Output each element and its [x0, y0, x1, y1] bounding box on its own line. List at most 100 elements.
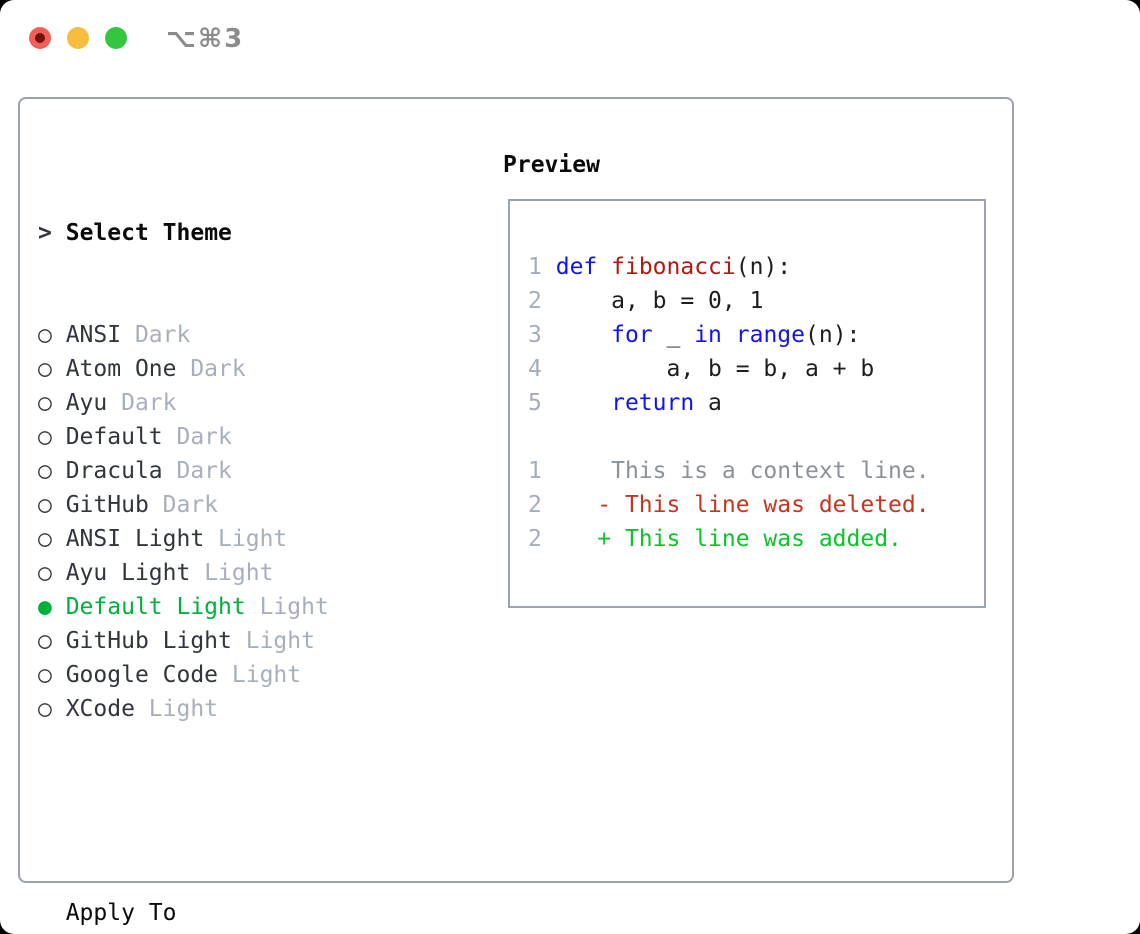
- code-line: 1 def fibonacci(n):: [528, 250, 984, 284]
- option-tag: Dark: [148, 492, 219, 518]
- option-label: GitHub: [51, 492, 149, 518]
- option-label: XCode: [51, 696, 135, 722]
- code-token: (n):: [735, 254, 792, 280]
- option-google-code[interactable]: ○ Google Code Light: [38, 658, 426, 692]
- radio-icon: ○: [38, 458, 52, 484]
- preview-code-box: 1 def fibonacci(n): 2 a, b = 0, 1 3 for _ …: [508, 199, 986, 608]
- line-number: 2: [528, 526, 542, 552]
- gap: [542, 458, 556, 484]
- code-token: [556, 322, 611, 348]
- code-token: return: [611, 390, 695, 416]
- option-label: ANSI: [51, 322, 122, 348]
- radio-icon: ○: [38, 560, 52, 586]
- code-token: + This line was added.: [555, 526, 902, 552]
- option-xcode[interactable]: ○ XCode Light: [38, 692, 426, 726]
- code-line: 4 a, b = b, a + b: [528, 352, 984, 386]
- option-tag: Light: [204, 526, 288, 552]
- radio-icon: ○: [38, 526, 52, 552]
- option-ansi[interactable]: ○ ANSI Dark: [38, 318, 426, 352]
- option-tag: Light: [190, 560, 274, 586]
- option-ansi-light[interactable]: ○ ANSI Light Light: [38, 522, 426, 556]
- theme-list: > Select Theme ○ ANSI Dark○ Atom One Dar…: [38, 148, 426, 934]
- option-tag: Light: [231, 628, 315, 654]
- code-token: range: [735, 322, 806, 348]
- apply-to-header: Apply To: [38, 896, 426, 930]
- gap: [542, 356, 556, 382]
- apply-to-label: Apply To: [65, 900, 177, 926]
- line-number: 4: [528, 356, 542, 382]
- code-lines: 1 def fibonacci(n): 2 a, b = 0, 1 3 for _ …: [528, 250, 984, 556]
- code-token: _: [652, 322, 695, 348]
- code-token: This is a context line.: [555, 458, 930, 484]
- gap: [542, 254, 556, 280]
- option-dracula[interactable]: ○ Dracula Dark: [38, 454, 426, 488]
- option-label: Dracula: [51, 458, 163, 484]
- code-token: - This line was deleted.: [555, 492, 930, 518]
- code-token: (n):: [805, 322, 861, 348]
- gap: [542, 322, 556, 348]
- code-token: in: [694, 322, 722, 348]
- option-tag: Dark: [176, 356, 246, 382]
- gap: [542, 424, 556, 450]
- code-line: [528, 420, 984, 454]
- option-default-light[interactable]: ● Default Light Light: [38, 590, 426, 624]
- gap: [542, 492, 556, 518]
- gap: [542, 526, 556, 552]
- spacer: [38, 794, 426, 828]
- option-tag: Dark: [162, 424, 232, 450]
- theme-picker-panel: > Select Theme ○ ANSI Dark○ Atom One Dar…: [18, 97, 1014, 926]
- option-tag: Dark: [121, 322, 191, 348]
- line-number: 3: [528, 322, 542, 348]
- option-label: Ayu Light: [51, 560, 191, 586]
- code-token: a, b = 0, 1: [555, 288, 764, 314]
- radio-icon: ○: [38, 628, 52, 654]
- window-title: ⌥⌘3: [166, 24, 245, 54]
- option-label: Google Code: [51, 662, 219, 688]
- select-theme-header: > Select Theme: [38, 216, 426, 250]
- option-tag: Light: [134, 696, 219, 722]
- line-number: 2: [528, 492, 542, 518]
- code-line: 3 for _ in range(n):: [528, 318, 984, 352]
- line-number: [528, 424, 542, 450]
- radio-icon: ○: [38, 662, 52, 688]
- line-number: 5: [528, 390, 542, 416]
- option-github[interactable]: ○ GitHub Dark: [38, 488, 426, 522]
- code-token: for: [611, 322, 653, 348]
- radio-icon: ○: [38, 424, 52, 450]
- minimize-button[interactable]: [67, 27, 89, 49]
- code-token: [597, 254, 611, 280]
- zoom-button[interactable]: [105, 27, 127, 49]
- radio-icon: ○: [38, 390, 52, 416]
- code-token: def: [555, 254, 598, 280]
- preview-header: Preview: [503, 152, 600, 178]
- code-line: 5 return a: [528, 386, 984, 420]
- gap: [542, 390, 556, 416]
- option-ayu-light[interactable]: ○ Ayu Light Light: [38, 556, 426, 590]
- code-token: fibonacci: [611, 254, 736, 280]
- option-atom-one[interactable]: ○ Atom One Dark: [38, 352, 426, 386]
- line-number: 2: [528, 288, 542, 314]
- title-bar: ⌥⌘3: [0, 0, 1140, 76]
- option-github-light[interactable]: ○ GitHub Light Light: [38, 624, 426, 658]
- code-token: a, b = b, a + b: [555, 356, 875, 382]
- select-theme-label: Select Theme: [65, 220, 232, 246]
- code-token: [556, 390, 611, 416]
- option-label: GitHub Light: [51, 628, 232, 654]
- option-default[interactable]: ○ Default Dark: [38, 420, 426, 454]
- gap: [542, 288, 556, 314]
- option-label: Ayu: [51, 390, 108, 416]
- option-tag: Light: [218, 662, 302, 688]
- close-button[interactable]: [29, 27, 51, 49]
- radio-icon: ○: [38, 356, 52, 382]
- code-line: 1 This is a context line.: [528, 454, 984, 488]
- option-tag: Dark: [162, 458, 232, 484]
- option-tag: Dark: [107, 390, 177, 416]
- option-label: Default: [51, 424, 163, 450]
- radio-selected-icon: ●: [38, 594, 52, 620]
- code-line: 2 + This line was added.: [528, 522, 984, 556]
- option-ayu[interactable]: ○ Ayu Dark: [38, 386, 426, 420]
- option-label: ANSI Light: [51, 526, 205, 552]
- radio-icon: ○: [38, 492, 52, 518]
- radio-icon: ○: [38, 322, 52, 348]
